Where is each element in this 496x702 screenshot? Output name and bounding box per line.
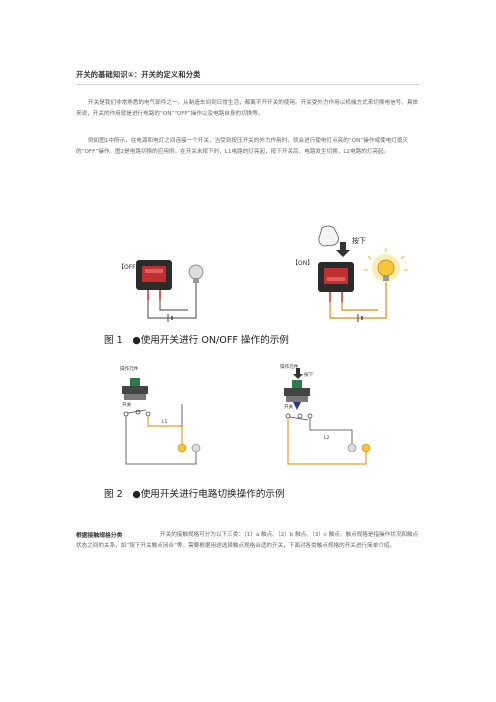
figure2-illustration [122, 368, 371, 465]
hand-icon [318, 225, 339, 247]
left-switch-body [124, 394, 146, 400]
fig2-l1-label: L1 [162, 420, 168, 425]
figures-area: 【OFF】 【ON】 按下 图 1 ●使用开关进行 ON/OFF 操作的示例 操… [96, 214, 426, 500]
fig1-press-label: 按下 [352, 237, 366, 245]
figure1-caption: 图 1 ●使用开关进行 ON/OFF 操作的示例 [104, 335, 289, 346]
right-actuator [292, 380, 302, 388]
section-text: 开关的接触规格可分为以下三类：（1）a 触点、（2）b 触点、（3）c 触点。触… [76, 532, 419, 550]
press-arrow-icon [336, 242, 350, 257]
title-divider [76, 84, 420, 85]
on-bulb [377, 259, 395, 277]
figure1-illustration [136, 225, 408, 322]
fig2-press-label: 按下 [304, 373, 314, 378]
right-l2-bulb [361, 443, 371, 453]
fig1-on-label: 【ON】 [292, 260, 314, 267]
off-bulb [188, 264, 204, 280]
paragraph-example: 例如图1中所示，在电源和电灯之间连接一个开关，当受到按压开关的外力作用时，就会进… [76, 138, 409, 156]
fig2-switch-right: 开关 [284, 405, 294, 410]
paragraph-intro: 开关是我们非常熟悉的电气部件之一，从制造车间到日常生活，都离不开开关的使用。开关… [76, 100, 419, 118]
figure2-caption: 图 2 ●使用开关进行电路切换操作的示例 [104, 489, 285, 500]
fig2-actuator-left: 操作元件 [120, 367, 139, 372]
section-heading: 根据接触规格分类 [76, 533, 123, 539]
fig2-actuator-right: 操作元件 [280, 365, 299, 370]
fig2-switch-left: 开关 [122, 403, 132, 408]
fig2-l2-label: L2 [324, 436, 330, 441]
article-title: 开关的基础知识①：开关的定义和分类 [76, 70, 201, 79]
left-actuator [130, 378, 140, 386]
left-l1-bulb [177, 443, 187, 453]
off-switch-rocker [142, 266, 166, 282]
right-switch-body [286, 396, 308, 402]
fig1-off-label: 【OFF】 [118, 264, 142, 271]
on-switch-rocker [324, 268, 348, 284]
